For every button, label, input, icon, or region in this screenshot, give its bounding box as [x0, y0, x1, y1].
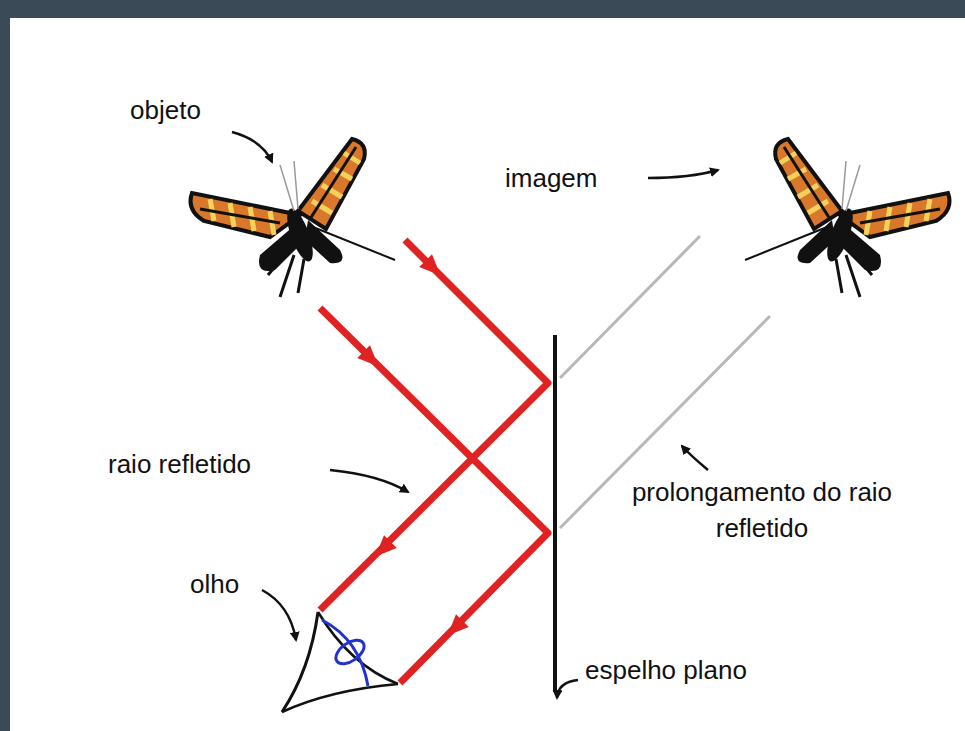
- ray-label: raio refletido: [108, 446, 251, 482]
- eye-label: olho: [190, 566, 239, 602]
- object-label: objeto: [130, 92, 201, 128]
- mirror-label: espelho plano: [585, 652, 747, 688]
- image-label: imagem: [505, 160, 597, 196]
- extension-label: prolongamento do raio refletido: [612, 474, 912, 547]
